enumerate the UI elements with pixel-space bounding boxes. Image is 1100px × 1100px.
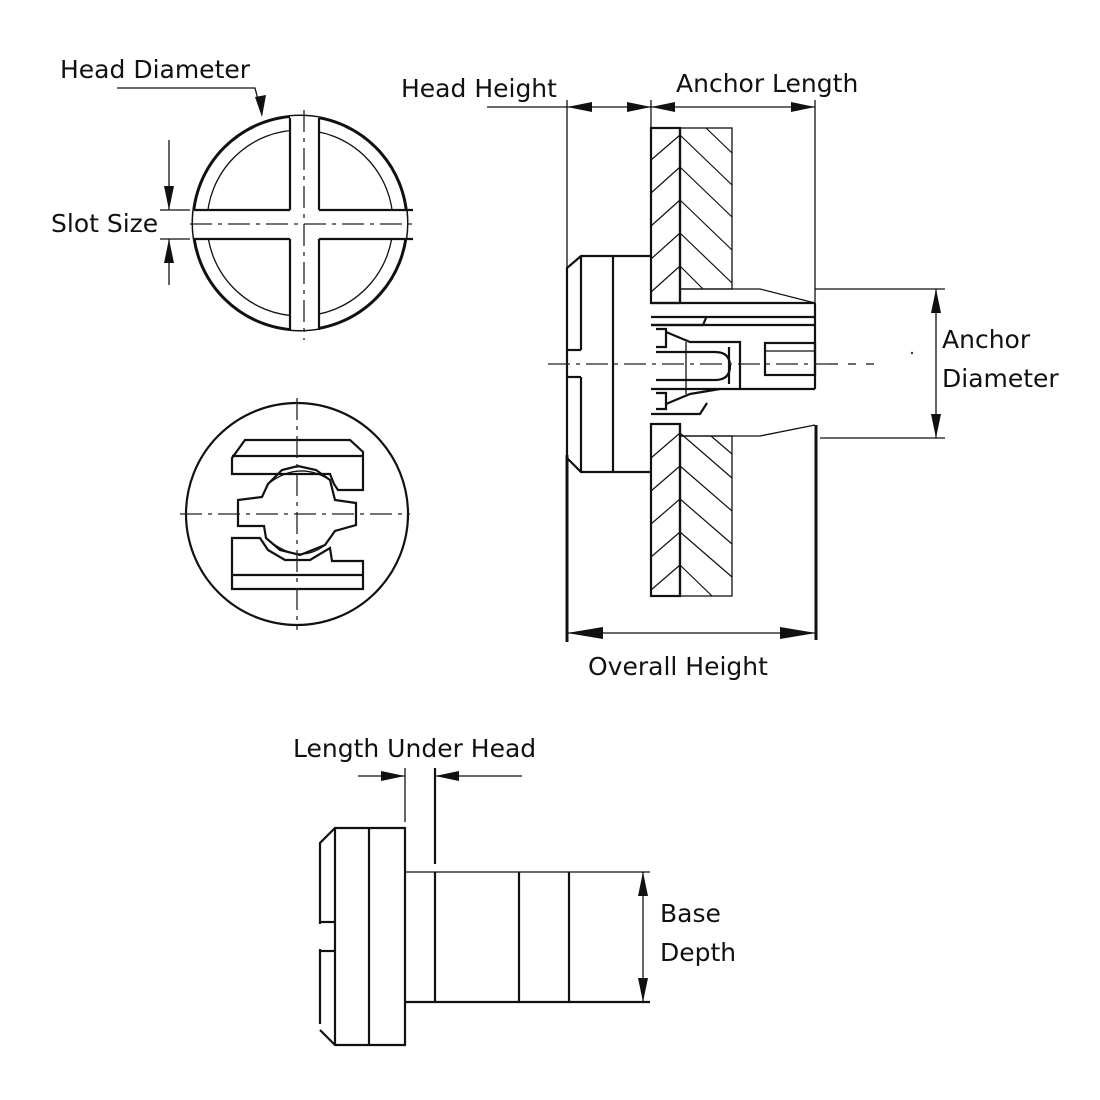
panel-lower	[649, 422, 733, 598]
anchor-length-label: Anchor Length	[676, 69, 858, 98]
base-depth-label-line2: Depth	[660, 938, 736, 967]
panel-upper	[649, 126, 733, 305]
anchor-diameter-label-line2: Diameter	[942, 364, 1059, 393]
fastener-head	[318, 826, 407, 1047]
overall-height-label: Overall Height	[588, 652, 768, 681]
stray-dot	[910, 351, 914, 355]
slot-size-dimension: Slot Size	[51, 140, 190, 285]
length-under-head-label: Length Under Head	[293, 734, 536, 763]
head-diameter-label: Head Diameter	[60, 55, 251, 84]
anchor-shank	[405, 871, 650, 1004]
overall-height-dimension: Overall Height	[565, 455, 816, 681]
side-view: Length Under Head Base Depth	[293, 734, 736, 1047]
slot-size-label: Slot Size	[51, 209, 158, 238]
section-view: Head Height Anchor Length Anchor Diamete…	[401, 69, 1059, 681]
leader-arrowhead	[255, 95, 266, 117]
bottom-view	[180, 398, 410, 630]
anchor-length-dimension: Anchor Length	[651, 69, 858, 303]
cross-recess	[194, 118, 413, 330]
anchor-diameter-label-line1: Anchor	[942, 325, 1031, 354]
base-depth-dimension: Base Depth	[638, 872, 736, 1002]
head-diameter-dimension: Head Diameter	[60, 55, 266, 117]
head-height-dimension: Head Height	[401, 74, 652, 268]
length-under-head-dimension: Length Under Head	[293, 734, 536, 864]
anchor-diameter-dimension: Anchor Diameter	[815, 288, 1059, 439]
anchor-body	[651, 288, 818, 640]
fastener-head	[565, 254, 651, 474]
top-view: Head Diameter Slot Size	[51, 55, 413, 340]
head-height-label: Head Height	[401, 74, 557, 103]
base-depth-label-line1: Base	[660, 899, 721, 928]
